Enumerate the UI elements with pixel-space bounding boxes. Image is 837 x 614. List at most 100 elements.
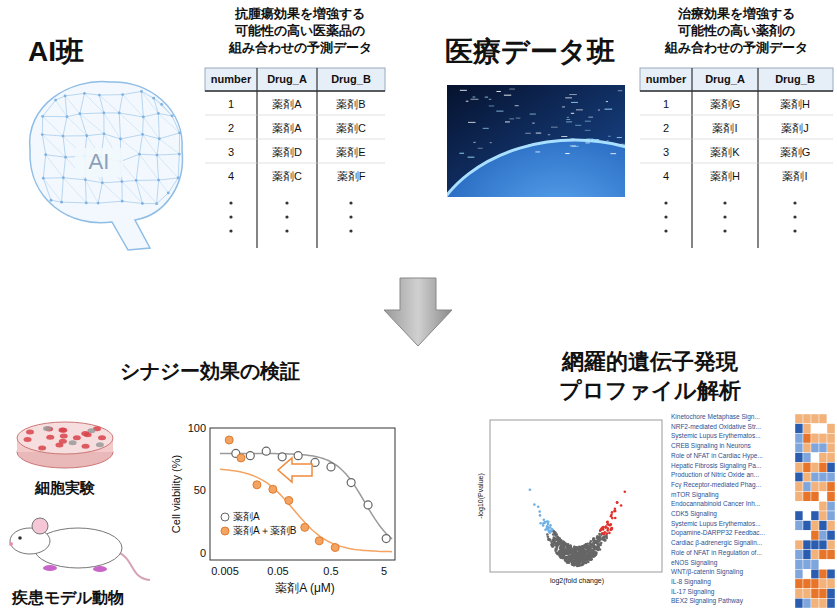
gene-point — [582, 563, 585, 566]
mouse-tail — [118, 552, 150, 580]
gene-point — [580, 546, 583, 549]
mesh-line — [63, 178, 85, 180]
mesh-line — [80, 112, 104, 114]
heat-cell — [811, 550, 819, 560]
data-streak — [618, 90, 622, 91]
heat-cell — [811, 443, 819, 453]
axis-tick: 100 — [188, 421, 206, 435]
heat-cell — [827, 560, 835, 570]
gene-point — [611, 527, 614, 530]
mesh-node — [171, 115, 174, 118]
heat-cell — [811, 433, 819, 443]
heat-cell — [803, 579, 811, 589]
mesh-line — [43, 178, 51, 200]
gene-point — [567, 545, 570, 548]
mesh-line — [86, 202, 98, 203]
data-streak — [566, 121, 572, 122]
ellipsis-dot — [229, 229, 232, 232]
data-streak — [504, 95, 511, 96]
mesh-line — [104, 113, 121, 139]
gene-point — [605, 537, 608, 540]
data-point — [237, 454, 245, 462]
gene-point — [552, 539, 555, 542]
mesh-line — [85, 180, 87, 203]
table-header: Drug_B — [321, 72, 381, 86]
gene-point — [568, 545, 571, 548]
data-streak — [460, 90, 467, 91]
cell — [82, 444, 90, 449]
table-cell: 薬剤C — [257, 169, 317, 183]
mesh-node — [158, 137, 161, 140]
cell — [60, 433, 68, 438]
heat-cell — [803, 424, 811, 434]
data-streak — [483, 128, 489, 129]
data-streak — [585, 130, 591, 131]
cell — [46, 435, 54, 440]
gene-point — [562, 553, 565, 556]
gene-point — [606, 520, 609, 523]
mesh-line — [46, 155, 66, 157]
mesh-node — [178, 153, 181, 156]
mesh-line — [102, 182, 122, 183]
mesh-node — [138, 153, 141, 156]
data-point — [347, 479, 355, 487]
mesh-node — [135, 179, 138, 182]
data-streak — [608, 136, 611, 137]
mesh-line — [157, 154, 179, 155]
gene-point — [562, 553, 565, 556]
axis-tick: 0.5 — [311, 564, 351, 578]
heat-cell — [803, 530, 811, 540]
cell — [24, 437, 32, 442]
heat-cell — [811, 560, 819, 570]
table-title: 抗腫瘍効果を増強する 可能性の高い医薬品の 組み合わせの予測データ — [211, 6, 389, 57]
heat-cell — [803, 482, 811, 492]
gene-point — [586, 560, 589, 563]
heat-cell — [795, 501, 803, 511]
data-streak — [468, 157, 475, 158]
mesh-line — [157, 155, 178, 178]
heat-cell — [811, 569, 819, 579]
mesh-line — [154, 98, 172, 116]
gene-point — [602, 538, 605, 541]
gene-point — [572, 560, 575, 563]
gene-point — [575, 546, 578, 549]
heat-cell — [803, 443, 811, 453]
mesh-line — [159, 139, 179, 154]
gene-point — [604, 531, 607, 534]
heat-cell — [811, 492, 819, 502]
legend-text: 薬剤A＋薬剤B — [232, 524, 297, 537]
pathway-name: Hepatic Fibrosis Signaling Pa... — [671, 462, 761, 470]
data-streak — [604, 109, 612, 110]
heat-cell — [827, 530, 835, 540]
table-cell: 3 — [201, 145, 261, 159]
gene-point — [624, 491, 627, 494]
mesh-line — [157, 193, 169, 204]
table-cell: 薬剤H — [765, 97, 825, 111]
mesh-line — [99, 94, 122, 95]
gene-point — [567, 556, 570, 559]
mesh-line — [63, 157, 65, 178]
heat-cell — [811, 598, 819, 608]
mesh-line — [80, 93, 85, 113]
gene-point — [549, 539, 552, 542]
heat-cell — [827, 463, 835, 473]
data-streak — [471, 99, 479, 100]
heat-cell — [827, 492, 835, 502]
data-streak — [530, 114, 536, 115]
gene-point — [579, 564, 582, 567]
gene-point — [547, 527, 550, 530]
heat-cell — [827, 482, 835, 492]
gene-point — [554, 532, 557, 535]
mesh-line — [103, 113, 104, 134]
mesh-node — [140, 90, 143, 93]
table-rule — [256, 68, 257, 248]
ellipsis-dot — [723, 229, 726, 232]
cell — [38, 446, 46, 451]
gene-point — [555, 542, 558, 545]
mesh-line — [80, 114, 87, 136]
heat-cell — [827, 550, 835, 560]
gene-point — [565, 553, 568, 556]
data-point — [246, 452, 254, 460]
table-cell: 薬剤A — [257, 121, 317, 135]
